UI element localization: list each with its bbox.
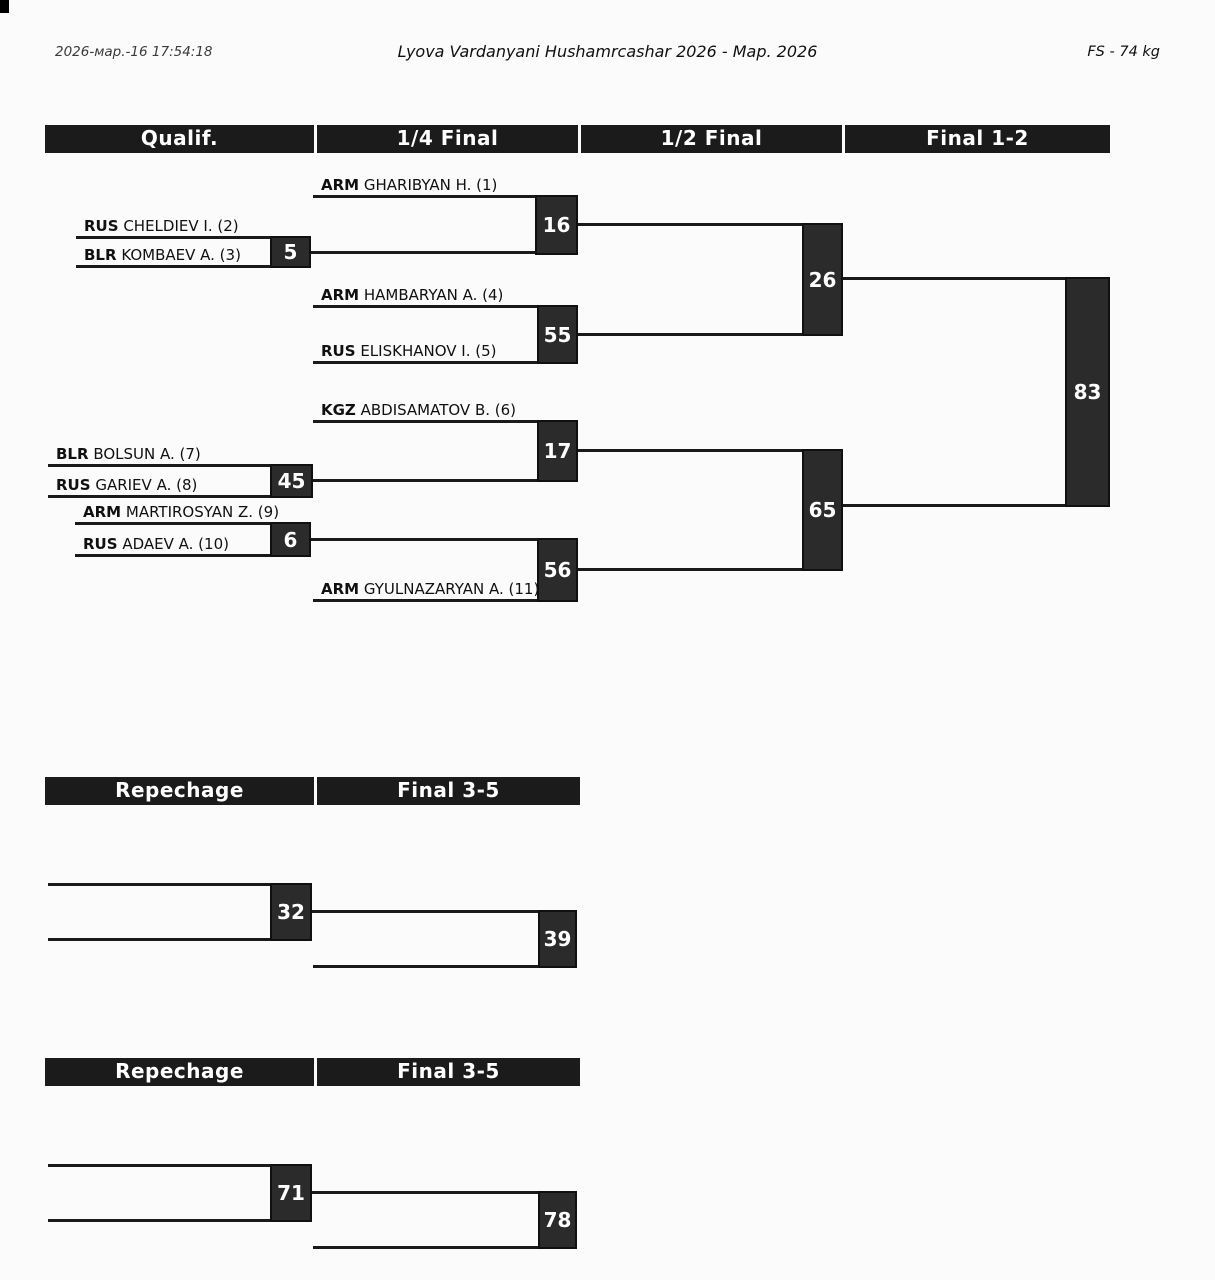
match-box-32: 32 (270, 883, 312, 941)
participant-eliskhanov: RUS ELISKHANOV I. (5) (321, 342, 497, 360)
winner-line-match26 (843, 277, 1065, 280)
competition-title: Lyova Vardanyani Hushamrcashar 2026 - Ma… (397, 42, 818, 61)
participant-gharibyan: ARM GHARIBYAN H. (1) (321, 176, 497, 194)
athlete-name: GARIEV A. (8) (95, 476, 198, 494)
winner-line-match65 (843, 504, 1065, 507)
participant-adaev: RUS ADAEV A. (10) (83, 535, 229, 553)
participant-line: ARM GHARIBYAN H. (1) (313, 176, 578, 198)
participant-line: BLR BOLSUN A. (7) (48, 445, 313, 467)
participant-line: BLR KOMBAEV A. (3) (76, 246, 311, 268)
column-header-final: Final 1-2 (845, 125, 1110, 153)
athlete-name: ABDISAMATOV B. (6) (360, 401, 517, 419)
participant-kombaev: BLR KOMBAEV A. (3) (84, 246, 241, 264)
participant-gariev: RUS GARIEV A. (8) (56, 476, 197, 494)
column-header-qualif: Qualif. (45, 125, 314, 153)
winner-line-match17 (578, 449, 802, 452)
match-box-39: 39 (538, 910, 577, 968)
participant-line: ARM HAMBARYAN A. (4) (313, 286, 578, 308)
repechage-slot-line (313, 965, 538, 968)
athlete-name: MARTIROSYAN Z. (9) (125, 503, 280, 521)
winner-line-match5 (311, 251, 537, 254)
match-box-83: 83 (1065, 277, 1110, 507)
match-box-5: 5 (270, 236, 311, 268)
athlete-name: CHELDIEV I. (2) (123, 217, 239, 235)
winner-line-match71 (312, 1191, 538, 1194)
athlete-name: HAMBARYAN A. (4) (363, 286, 504, 304)
winner-line-match56 (578, 568, 802, 571)
match-box-78: 78 (538, 1191, 577, 1249)
winner-line-match55 (578, 333, 802, 336)
country-code: RUS (56, 476, 91, 494)
repechage-slot-line (48, 938, 270, 941)
column-header-semifinal: 1/2 Final (581, 125, 842, 153)
participant-gyulnazaryan: ARM GYULNAZARYAN A. (11) (321, 580, 539, 598)
athlete-name: KOMBAEV A. (3) (121, 246, 241, 264)
athlete-name: ADAEV A. (10) (122, 535, 229, 553)
country-code: RUS (84, 217, 119, 235)
match-box-16: 16 (535, 195, 578, 255)
country-code: RUS (321, 342, 356, 360)
winner-line-match45 (313, 479, 537, 482)
weight-class-label: FS - 74 kg (1087, 44, 1160, 60)
athlete-name: GHARIBYAN H. (1) (363, 176, 498, 194)
athlete-name: ELISKHANOV I. (5) (360, 342, 497, 360)
repechage-top-final35-header: Final 3-5 (317, 777, 580, 805)
participant-line: ARM MARTIROSYAN Z. (9) (75, 503, 311, 525)
country-code: ARM (321, 176, 360, 194)
repechage-bottom-header: Repechage (45, 1058, 314, 1086)
repechage-slot-line (48, 1219, 270, 1222)
participant-line: RUS ADAEV A. (10) (75, 535, 270, 557)
participant-hambaryan: ARM HAMBARYAN A. (4) (321, 286, 503, 304)
print-timestamp: 2026-мар.-16 17:54:18 (55, 44, 213, 60)
participant-line: KGZ ABDISAMATOV B. (6) (313, 401, 578, 423)
repechage-slot-line (313, 1246, 538, 1249)
repechage-top-header: Repechage (45, 777, 314, 805)
repechage-bottom-final35-header: Final 3-5 (317, 1058, 580, 1086)
corner-print-mark (0, 0, 9, 13)
column-header-quarterfinal: 1/4 Final (317, 125, 578, 153)
country-code: ARM (321, 580, 360, 598)
participant-line: RUS GARIEV A. (8) (48, 476, 270, 498)
participant-line: ARM GYULNAZARYAN A. (11) (313, 580, 578, 602)
participant-abdisamatov: KGZ ABDISAMATOV B. (6) (321, 401, 516, 419)
participant-bolsun: BLR BOLSUN A. (7) (56, 445, 201, 463)
winner-line-match6 (311, 538, 537, 541)
participant-cheldiev: RUS CHELDIEV I. (2) (84, 217, 239, 235)
country-code: KGZ (321, 401, 356, 419)
athlete-name: GYULNAZARYAN A. (11) (363, 580, 540, 598)
repechage-slot-line (48, 1164, 312, 1167)
match-box-71: 71 (270, 1164, 312, 1222)
participant-martirosyan: ARM MARTIROSYAN Z. (9) (83, 503, 279, 521)
match-box-6: 6 (270, 522, 311, 557)
athlete-name: BOLSUN A. (7) (93, 445, 201, 463)
match-box-65: 65 (802, 449, 843, 571)
country-code: BLR (84, 246, 117, 264)
match-box-17: 17 (537, 420, 578, 482)
participant-line: RUS ELISKHANOV I. (5) (313, 342, 578, 364)
winner-line-match32 (312, 910, 538, 913)
match-box-56: 56 (537, 538, 578, 602)
match-box-26: 26 (802, 223, 843, 336)
country-code: ARM (83, 503, 122, 521)
country-code: ARM (321, 286, 360, 304)
match-box-55: 55 (537, 305, 578, 364)
country-code: BLR (56, 445, 89, 463)
repechage-slot-line (48, 883, 312, 886)
country-code: RUS (83, 535, 118, 553)
winner-line-match16 (578, 223, 802, 226)
match-box-45: 45 (270, 464, 313, 498)
participant-line: RUS CHELDIEV I. (2) (76, 217, 311, 239)
